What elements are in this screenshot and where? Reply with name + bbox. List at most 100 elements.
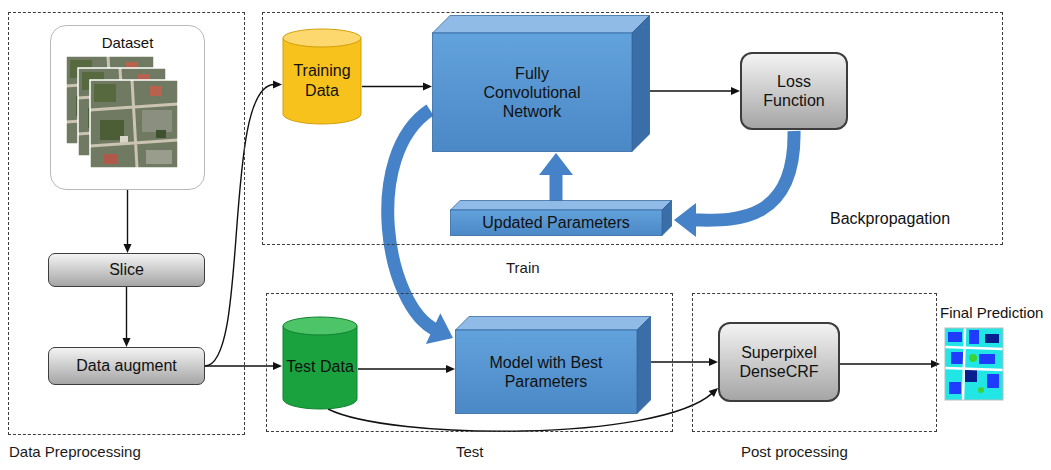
arrow-head [426, 313, 453, 344]
box-label: Training Data [286, 61, 358, 99]
region-label: Data Preprocessing [9, 443, 141, 461]
satellite-image-stack [66, 56, 178, 168]
arrow-head [123, 338, 131, 347]
flow-arrow [205, 362, 282, 370]
text-holder: Fully Convolutional Network [432, 33, 632, 152]
cylinder-top [283, 317, 357, 335]
arrow-line [550, 172, 563, 201]
block-front [451, 210, 663, 236]
arrow-line [362, 86, 424, 87]
illustration-part [945, 328, 1003, 400]
block-side [632, 16, 650, 152]
flow-arrow [205, 81, 282, 367]
illustration-part [969, 354, 977, 362]
box-label: Updated Parameters [482, 213, 630, 232]
text-holder: Loss Function [742, 54, 846, 128]
illustration-part [949, 382, 961, 394]
flow-arrow [124, 190, 132, 253]
flow-arrow [650, 87, 740, 95]
text-holder: Model with Best Parameters [455, 330, 637, 414]
result-image: Final Prediction [940, 302, 1046, 402]
illustration-part [969, 330, 979, 344]
flow-arrow [358, 365, 455, 373]
arrow-line [127, 190, 128, 245]
box-label: Superpixel DenseCRF [724, 343, 834, 381]
arrow-line [358, 368, 447, 369]
region-label: Test [456, 443, 484, 461]
text-holder: Training Data [282, 42, 362, 119]
box-label: Data augment [76, 356, 177, 375]
arrow-line [205, 365, 274, 366]
region-label: Post processing [741, 443, 848, 461]
arrow-line [693, 131, 794, 220]
flow-arrow [651, 358, 718, 366]
stage-region: TestTest DataModel with Best Parameters [266, 293, 673, 432]
process-box: Superpixel DenseCRF [718, 322, 840, 402]
arrow-line [205, 85, 274, 367]
text-holder: Test Data [282, 330, 358, 404]
box-label: Loss Function [746, 72, 842, 110]
arrow-head [674, 203, 696, 237]
database-cylinder: Training Data [282, 28, 362, 125]
arrow-head [124, 244, 132, 253]
network-block: Fully Convolutional Network [432, 15, 650, 152]
box-label: Fully Convolutional Network [472, 64, 592, 122]
arrow-line [126, 287, 127, 339]
block-top [456, 317, 651, 331]
stage-region: Data PreprocessingDatasetSliceData augme… [8, 12, 245, 435]
arrow-head [539, 153, 573, 175]
illustration-part [965, 370, 977, 382]
process-box: Loss Function [740, 52, 848, 130]
arrow-head [731, 87, 740, 95]
arrow-head [446, 365, 455, 373]
flow-arrow [840, 360, 940, 368]
illustration-part [978, 387, 984, 393]
bold-flow-arrow [674, 131, 794, 237]
text-holder: Dataset [51, 30, 204, 56]
illustration-part [979, 354, 995, 364]
arrow-head [931, 360, 940, 368]
illustration-part [90, 80, 178, 168]
arrow-head [273, 362, 282, 370]
flow-arrow [362, 83, 432, 91]
illustration-part [945, 328, 1003, 400]
text-holder: Data augment [49, 348, 204, 384]
box-label: Dataset [102, 34, 154, 52]
database-cylinder: Test Data [282, 316, 358, 410]
text-holder: Superpixel DenseCRF [720, 324, 838, 400]
text-holder: Slice [49, 254, 204, 286]
arrow-head [423, 83, 432, 91]
block-front [433, 33, 633, 152]
box-label: Slice [109, 260, 144, 279]
box-label: Final Prediction [940, 304, 1043, 322]
illustration-part [948, 332, 962, 342]
illustration-part [951, 352, 963, 364]
arrow-head [273, 81, 282, 89]
block-top [433, 16, 650, 34]
block-side [637, 317, 651, 414]
illustration-part [985, 334, 999, 343]
illustration-part [945, 328, 1003, 400]
block-outline [432, 15, 650, 152]
arrow-line [650, 90, 732, 91]
stage-region: Post processingSuperpixel DenseCRF [692, 293, 937, 432]
box-label: Model with Best Parameters [459, 353, 633, 391]
block-top [451, 201, 672, 211]
block-front [456, 330, 638, 414]
arrow-line [388, 110, 436, 330]
edge-label: Backpropagation [830, 209, 950, 228]
text-holder: Final Prediction [940, 302, 1046, 324]
cylinder-body [283, 38, 361, 124]
cylinder-top [283, 29, 361, 47]
process-box: Data augment [48, 347, 205, 385]
arrow-head [709, 388, 718, 397]
process-box: Slice [48, 253, 205, 287]
box-label: Test Data [286, 357, 354, 376]
cylinder-body [283, 326, 357, 409]
illustration-part [987, 374, 999, 388]
text-holder: Updated Parameters [450, 210, 662, 236]
arrow-head [709, 358, 718, 366]
parameter-slab: Updated Parameters [450, 200, 672, 236]
arrow-line [840, 363, 932, 364]
segmentation-map [945, 328, 1003, 400]
